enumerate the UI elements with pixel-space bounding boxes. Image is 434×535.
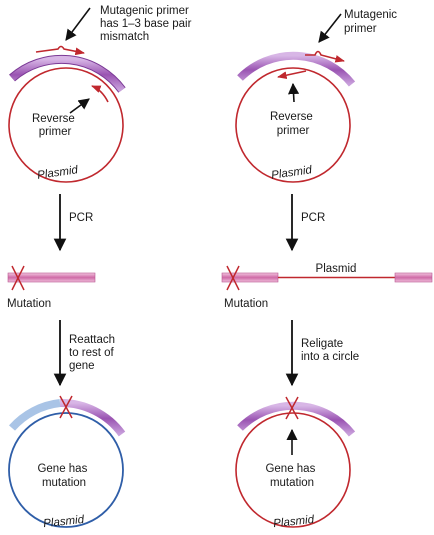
reverse-primer-pointer xyxy=(69,98,90,114)
plasmid-circle xyxy=(235,67,351,183)
pcr-label: PCR xyxy=(69,212,93,224)
plasmid-circle xyxy=(235,412,351,528)
callout-arrow xyxy=(65,7,91,41)
pink-fragment xyxy=(7,272,96,283)
reverse-primer-pointer xyxy=(287,82,300,103)
gene-segment-light xyxy=(8,399,61,431)
left-column: Mutagenic primer has 1–3 base pair misma… xyxy=(7,5,195,530)
left-linear-fragment: Mutation xyxy=(7,265,96,310)
mutation-label: Mutation xyxy=(7,298,51,310)
gene-has-mutation-label: Gene has mutation xyxy=(265,463,318,489)
pcr-label: PCR xyxy=(301,212,325,224)
reverse-primer-arrow xyxy=(277,70,307,79)
religate-label: Religate into a circle xyxy=(301,338,359,363)
plasmid-label: Plasmid xyxy=(270,164,313,182)
gene-segment xyxy=(237,401,356,437)
reverse-primer-label: Reverse primer xyxy=(270,111,316,137)
plasmid-label: Plasmid xyxy=(36,164,79,182)
linear-plasmid-label: Plasmid xyxy=(316,263,357,275)
reverse-primer-arrow xyxy=(91,85,109,103)
mutation-label: Mutation xyxy=(224,298,268,310)
callout-line-2: has 1–3 base pair xyxy=(100,18,192,30)
gene-segment xyxy=(59,398,126,437)
callout-line-1: Mutagenic primer xyxy=(100,5,189,17)
gene-segment xyxy=(237,51,356,87)
plasmid-label: Plasmid xyxy=(273,514,316,530)
gene-has-mutation-label: Gene has mutation xyxy=(37,463,90,489)
primer-callout-text: Mutagenic primer has 1–3 base pair misma… xyxy=(100,5,195,43)
reattach-label: Reattach to rest of gene xyxy=(69,334,118,372)
plasmid-circle xyxy=(8,412,124,528)
left-bottom-plasmid: Gene has mutation Plasmid xyxy=(8,395,126,530)
right-column: Mutagenic primer Reverse primer Plasmid … xyxy=(221,9,433,530)
reverse-primer-label: Reverse primer xyxy=(32,113,78,138)
callout-line-3: mismatch xyxy=(100,31,149,43)
mutagenic-primer-arrow xyxy=(305,50,345,63)
pink-fragment-right xyxy=(394,272,433,283)
right-bottom-plasmid: Gene has mutation Plasmid xyxy=(235,396,356,530)
right-linear-fragment: Plasmid Mutation xyxy=(221,263,433,310)
right-top-plasmid: Mutagenic primer Reverse primer Plasmid xyxy=(235,9,400,183)
primer-callout-text: Mutagenic primer xyxy=(344,9,400,35)
plasmid-label: Plasmid xyxy=(43,514,86,530)
plasmid-circle xyxy=(8,67,124,183)
callout-arrow xyxy=(318,13,342,43)
left-top-plasmid: Mutagenic primer has 1–3 base pair misma… xyxy=(8,5,195,183)
mutagenic-primer-arrow xyxy=(35,45,85,56)
